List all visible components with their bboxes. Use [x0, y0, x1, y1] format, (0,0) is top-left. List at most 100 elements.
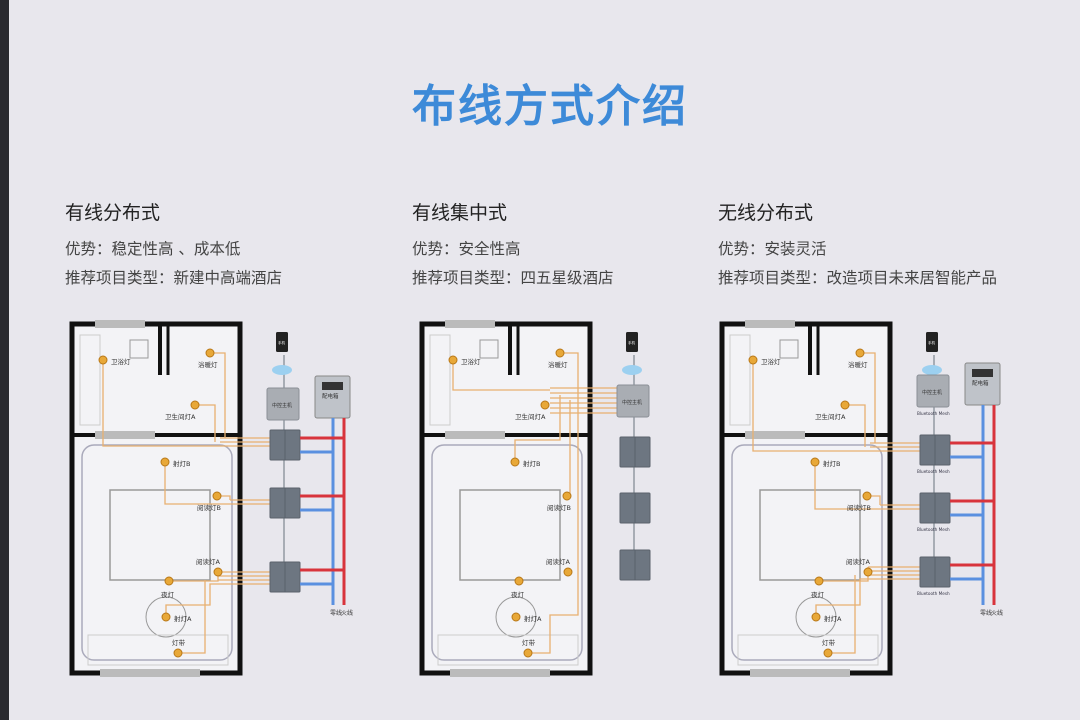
light-wire	[210, 352, 226, 438]
column-wired-centralized: 有线集中式 优势：安全性高 推荐项目类型：四五星级酒店	[412, 198, 614, 293]
light-label: 灯带	[172, 638, 186, 647]
light-icon	[161, 612, 171, 622]
light-icon	[511, 612, 521, 622]
cloud-icon	[622, 365, 642, 375]
project-type-text: 推荐项目类型：四五星级酒店	[412, 269, 614, 287]
bluetooth-mesh-label: Bluetooth Mesh	[917, 527, 950, 532]
light-wire	[860, 352, 876, 443]
phone-icon	[276, 332, 288, 352]
project-type-text: 推荐项目类型：新建中高端酒店	[65, 269, 283, 287]
light-icon	[448, 355, 458, 365]
light-label: 卫浴灯	[761, 357, 781, 366]
vanity	[429, 334, 451, 426]
neutral-wire-label: 零线	[980, 609, 992, 617]
light-wire	[528, 352, 579, 654]
hub-device	[266, 387, 300, 421]
window	[95, 320, 145, 328]
window	[100, 669, 200, 677]
light-wire	[845, 404, 866, 447]
project-type-text: 推荐项目类型：改造项目未来居智能产品	[718, 269, 998, 287]
light-icon	[213, 567, 223, 577]
light-label: 卫生间灯A	[515, 412, 546, 421]
light-icon	[190, 400, 200, 410]
advantage-text: 优势：安全性高	[412, 240, 521, 258]
light-icon	[863, 567, 873, 577]
window	[450, 669, 550, 677]
light-wire	[164, 462, 230, 505]
light-label: 灯带	[522, 638, 536, 647]
cloud-icon	[272, 365, 292, 375]
bed	[109, 489, 211, 581]
window	[745, 320, 795, 328]
hub-label: 中控主机	[622, 399, 642, 406]
light-icon	[164, 576, 174, 586]
light-label: 射灯A	[524, 614, 542, 623]
light-icon	[510, 457, 520, 467]
column-wireless-distributed: 无线分布式 优势：安装灵活 推荐项目类型：改造项目未来居智能产品	[718, 198, 997, 293]
sofa	[437, 634, 579, 666]
bed	[759, 489, 861, 581]
light-label: 阅读灯B	[547, 503, 571, 512]
table	[495, 596, 537, 638]
light-label: 夜灯	[161, 590, 175, 599]
light-label: 浴暖灯	[848, 360, 868, 369]
hub-device	[616, 384, 650, 418]
door	[445, 431, 505, 439]
light-icon	[862, 491, 872, 501]
bluetooth-mesh-label: Bluetooth Mesh	[917, 591, 950, 596]
door	[95, 431, 155, 439]
window	[750, 669, 850, 677]
phone-label: 手机	[928, 340, 936, 345]
phone-icon	[926, 332, 938, 352]
light-label: 夜灯	[811, 590, 825, 599]
light-icon	[205, 348, 215, 358]
light-label: 阅读灯B	[197, 503, 221, 512]
light-label: 射灯B	[173, 459, 190, 468]
light-label: 浴暖灯	[548, 360, 568, 369]
light-icon	[555, 348, 565, 358]
light-label: 卫浴灯	[111, 357, 131, 366]
room-outline	[81, 444, 233, 661]
table	[145, 596, 187, 638]
advantage-text: 优势：稳定性高 、成本低	[65, 240, 241, 258]
light-icon	[514, 576, 524, 586]
light-wire	[178, 580, 206, 654]
vanity	[729, 334, 751, 426]
light-label: 阅读灯A	[196, 557, 221, 566]
bluetooth-mesh-label: Bluetooth Mesh	[917, 411, 950, 416]
diagram-wired-centralized: 卫浴灯浴暖灯卫生间灯A射灯B阅读灯B阅读灯A夜灯射灯A灯带手机中控主机	[419, 320, 651, 677]
light-wire	[815, 578, 868, 617]
diagram-wired-distributed: 卫浴灯浴暖灯卫生间灯A射灯B阅读灯B阅读灯A夜灯射灯A灯带手机中控主机配电箱零线…	[69, 320, 353, 677]
toilet	[129, 339, 149, 359]
column-heading: 有线集中式	[412, 202, 508, 224]
sofa	[87, 634, 229, 666]
light-icon	[562, 491, 572, 501]
light-label: 射灯B	[823, 459, 840, 468]
light-icon	[823, 648, 833, 658]
cloud-icon	[922, 365, 942, 375]
light-wire	[452, 360, 550, 391]
column-wired-distributed: 有线分布式 优势：稳定性高 、成本低 推荐项目类型：新建中高端酒店	[65, 198, 282, 293]
light-icon	[563, 567, 573, 577]
distribution-box-display	[972, 369, 993, 377]
light-wire	[195, 404, 216, 442]
light-label: 射灯A	[174, 614, 192, 623]
toilet	[479, 339, 499, 359]
light-icon	[810, 457, 820, 467]
distribution-box-label: 配电箱	[322, 392, 339, 400]
light-label: 夜灯	[511, 590, 525, 599]
light-label: 浴暖灯	[198, 360, 218, 369]
hub-label: 中控主机	[922, 389, 942, 396]
live-wire-label: 火线	[991, 609, 1003, 617]
column-heading: 无线分布式	[718, 202, 814, 224]
light-icon	[173, 648, 183, 658]
light-wire	[828, 575, 856, 654]
distribution-box-display	[322, 382, 343, 390]
room-outline	[431, 444, 583, 661]
light-label: 卫生间灯A	[165, 412, 196, 421]
light-icon	[855, 348, 865, 358]
distribution-box-label: 配电箱	[972, 379, 989, 387]
advantage-text: 优势：安装灵活	[718, 240, 827, 258]
door	[745, 431, 805, 439]
hub-device	[916, 374, 950, 408]
